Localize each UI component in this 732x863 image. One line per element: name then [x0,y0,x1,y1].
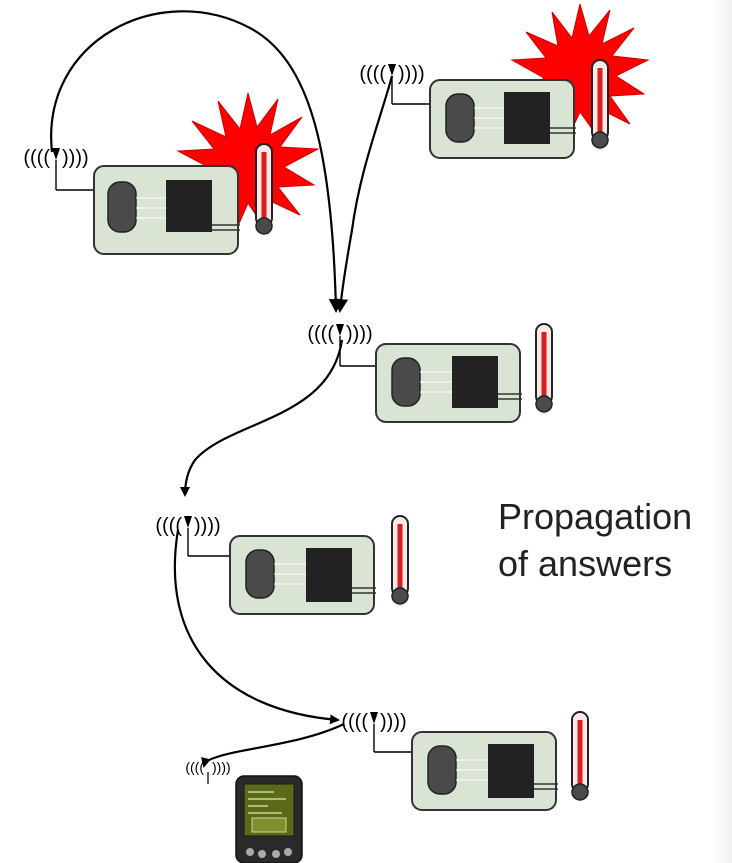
arrow-top-right-to-middle [334,75,394,313]
antenna-waves-left: (((( [185,759,204,775]
svg-text:(((()))): (((()))) [359,63,424,85]
chip [306,548,352,602]
antenna-waves-right: )))) [62,147,89,169]
caption-line-1: Propagation [498,496,693,537]
antenna-waves-right: )))) [194,515,221,537]
arrow-bottom-right-to-pda [201,723,345,768]
battery [427,745,457,795]
arrow-lower-to-bottom-right [173,529,340,725]
battery [391,357,421,407]
battery [445,93,475,143]
thermometer [255,143,273,235]
sensor-node-middle: (((()))) [307,323,553,423]
arrow-middle-to-lower [180,339,344,497]
thermometer [591,59,609,149]
antenna-waves-right: )))) [212,759,231,775]
svg-text:(((()))): (((()))) [185,759,230,775]
antenna: (((()))) [185,759,231,784]
battery [245,549,275,599]
antenna: (((()))) [359,63,432,105]
sensor-node-top-left: (((()))) [23,92,320,255]
pda-device-icon [235,775,303,863]
chip [504,92,550,144]
svg-text:(((()))): (((()))) [155,515,220,537]
chip [488,744,534,798]
antenna-waves-left: (((( [359,63,386,85]
antenna-waves-right: )))) [398,63,425,85]
thermometer [571,711,589,801]
thermometer [391,515,409,605]
sensor-node-bottom-right: (((()))) [341,711,589,811]
antenna-waves-left: (((( [23,147,50,169]
svg-text:(((()))): (((()))) [341,711,406,733]
antenna: (((()))) [155,515,232,557]
battery [107,181,137,233]
sensor-node-top-right: (((()))) [359,3,650,159]
antenna-waves-right: )))) [380,711,407,733]
antenna: (((()))) [23,147,96,191]
thermometer [535,323,553,413]
chip [452,356,498,408]
antenna: (((()))) [307,323,378,367]
antenna-waves-left: (((( [307,323,334,345]
antenna-waves-left: (((( [341,711,368,733]
arrow-top-left-to-middle [50,10,343,313]
antenna: (((()))) [341,711,414,753]
svg-text:(((()))): (((()))) [307,323,372,345]
propagation-arrows [50,10,394,768]
slide-edge-shadow [712,0,732,863]
antenna-waves-right: )))) [346,323,373,345]
chip [166,180,212,232]
sensor-node-lower: (((()))) [155,515,409,615]
svg-text:(((()))): (((()))) [23,147,88,169]
pda-base-station: (((()))) [185,759,303,863]
antenna-waves-left: (((( [155,515,182,537]
caption: Propagation of answers [498,493,692,587]
caption-line-2: of answers [498,543,673,584]
